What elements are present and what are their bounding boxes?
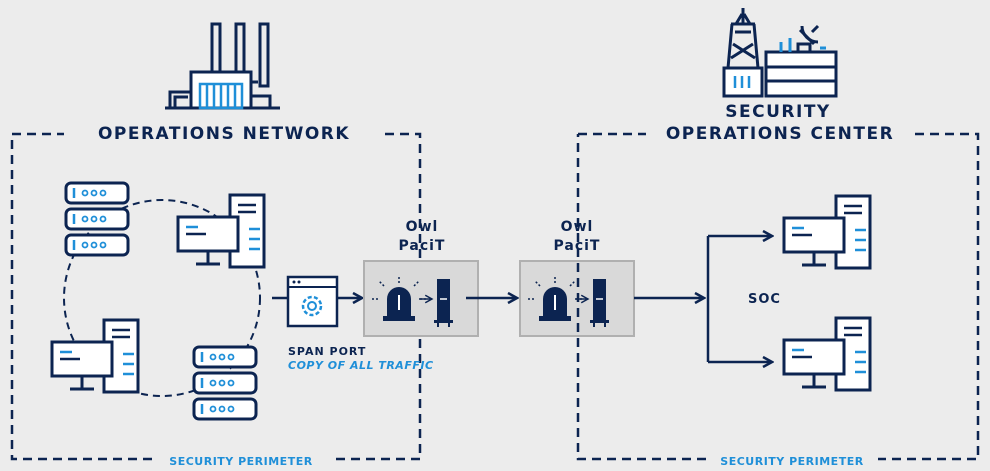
gear-window-icon xyxy=(286,275,339,328)
left-perimeter-label: SECURITY PERIMETER xyxy=(169,455,312,468)
owl-device-2-line2: PaciT xyxy=(554,238,601,254)
soc-title-line2: OPERATIONS CENTER xyxy=(666,124,894,144)
factory-icon xyxy=(165,22,280,110)
soc-workstation-icon-top xyxy=(782,194,872,270)
owl-device-1: Owl PaciT xyxy=(364,219,478,336)
workstation-icon-right xyxy=(176,193,266,269)
network-ring xyxy=(63,199,261,397)
right-perimeter-border xyxy=(576,132,980,461)
span-port-sublabel: COPY OF ALL TRAFFIC xyxy=(288,359,434,372)
soc-title-line1: SECURITY xyxy=(725,102,830,122)
diode-icon xyxy=(364,261,478,336)
tower-building-icon xyxy=(722,8,838,98)
server-rack-icon-top xyxy=(64,181,130,257)
span-port-label: SPAN PORT xyxy=(288,345,366,358)
security-operations-center-zone: SECURITY OPERATIONS CENTER SOC SECURITY … xyxy=(576,8,980,468)
soc-workstation-icon-bottom xyxy=(782,316,872,392)
workstation-icon-left xyxy=(50,318,140,394)
owl-device-1-line1: Owl xyxy=(406,219,439,235)
owl-device-2: Owl PaciT xyxy=(520,219,634,336)
server-rack-icon-bottom xyxy=(192,345,258,421)
owl-device-1-line2: PaciT xyxy=(399,238,446,254)
owl-device-2-line1: Owl xyxy=(561,219,594,235)
soc-label: SOC xyxy=(748,292,781,307)
operations-network-zone: OPERATIONS NETWORK SPAN PORT COPY OF ALL… xyxy=(10,22,434,468)
operations-network-title: OPERATIONS NETWORK xyxy=(98,124,350,144)
right-perimeter-label: SECURITY PERIMETER xyxy=(720,455,863,468)
